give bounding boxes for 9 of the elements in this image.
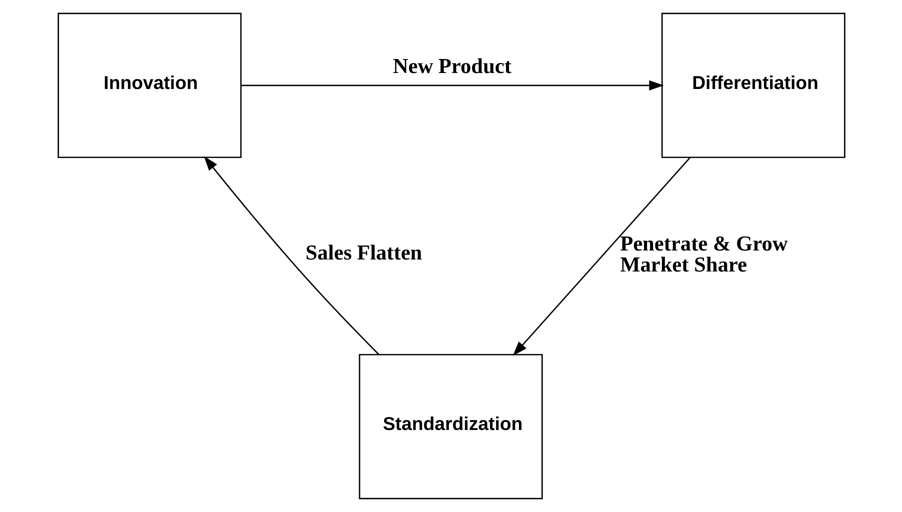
arrow — [240, 80, 664, 91]
node-box: Standardization — [358, 354, 542, 500]
arrow — [512, 157, 690, 356]
edge-label: Sales Flatten — [305, 240, 422, 265]
edge-label: New Product — [392, 54, 511, 78]
arrow — [203, 156, 379, 355]
edge-label: Penetrate & Grow Market Share — [620, 231, 788, 277]
node-box: Differentiation — [660, 12, 845, 158]
node-box: Innovation — [57, 12, 242, 158]
